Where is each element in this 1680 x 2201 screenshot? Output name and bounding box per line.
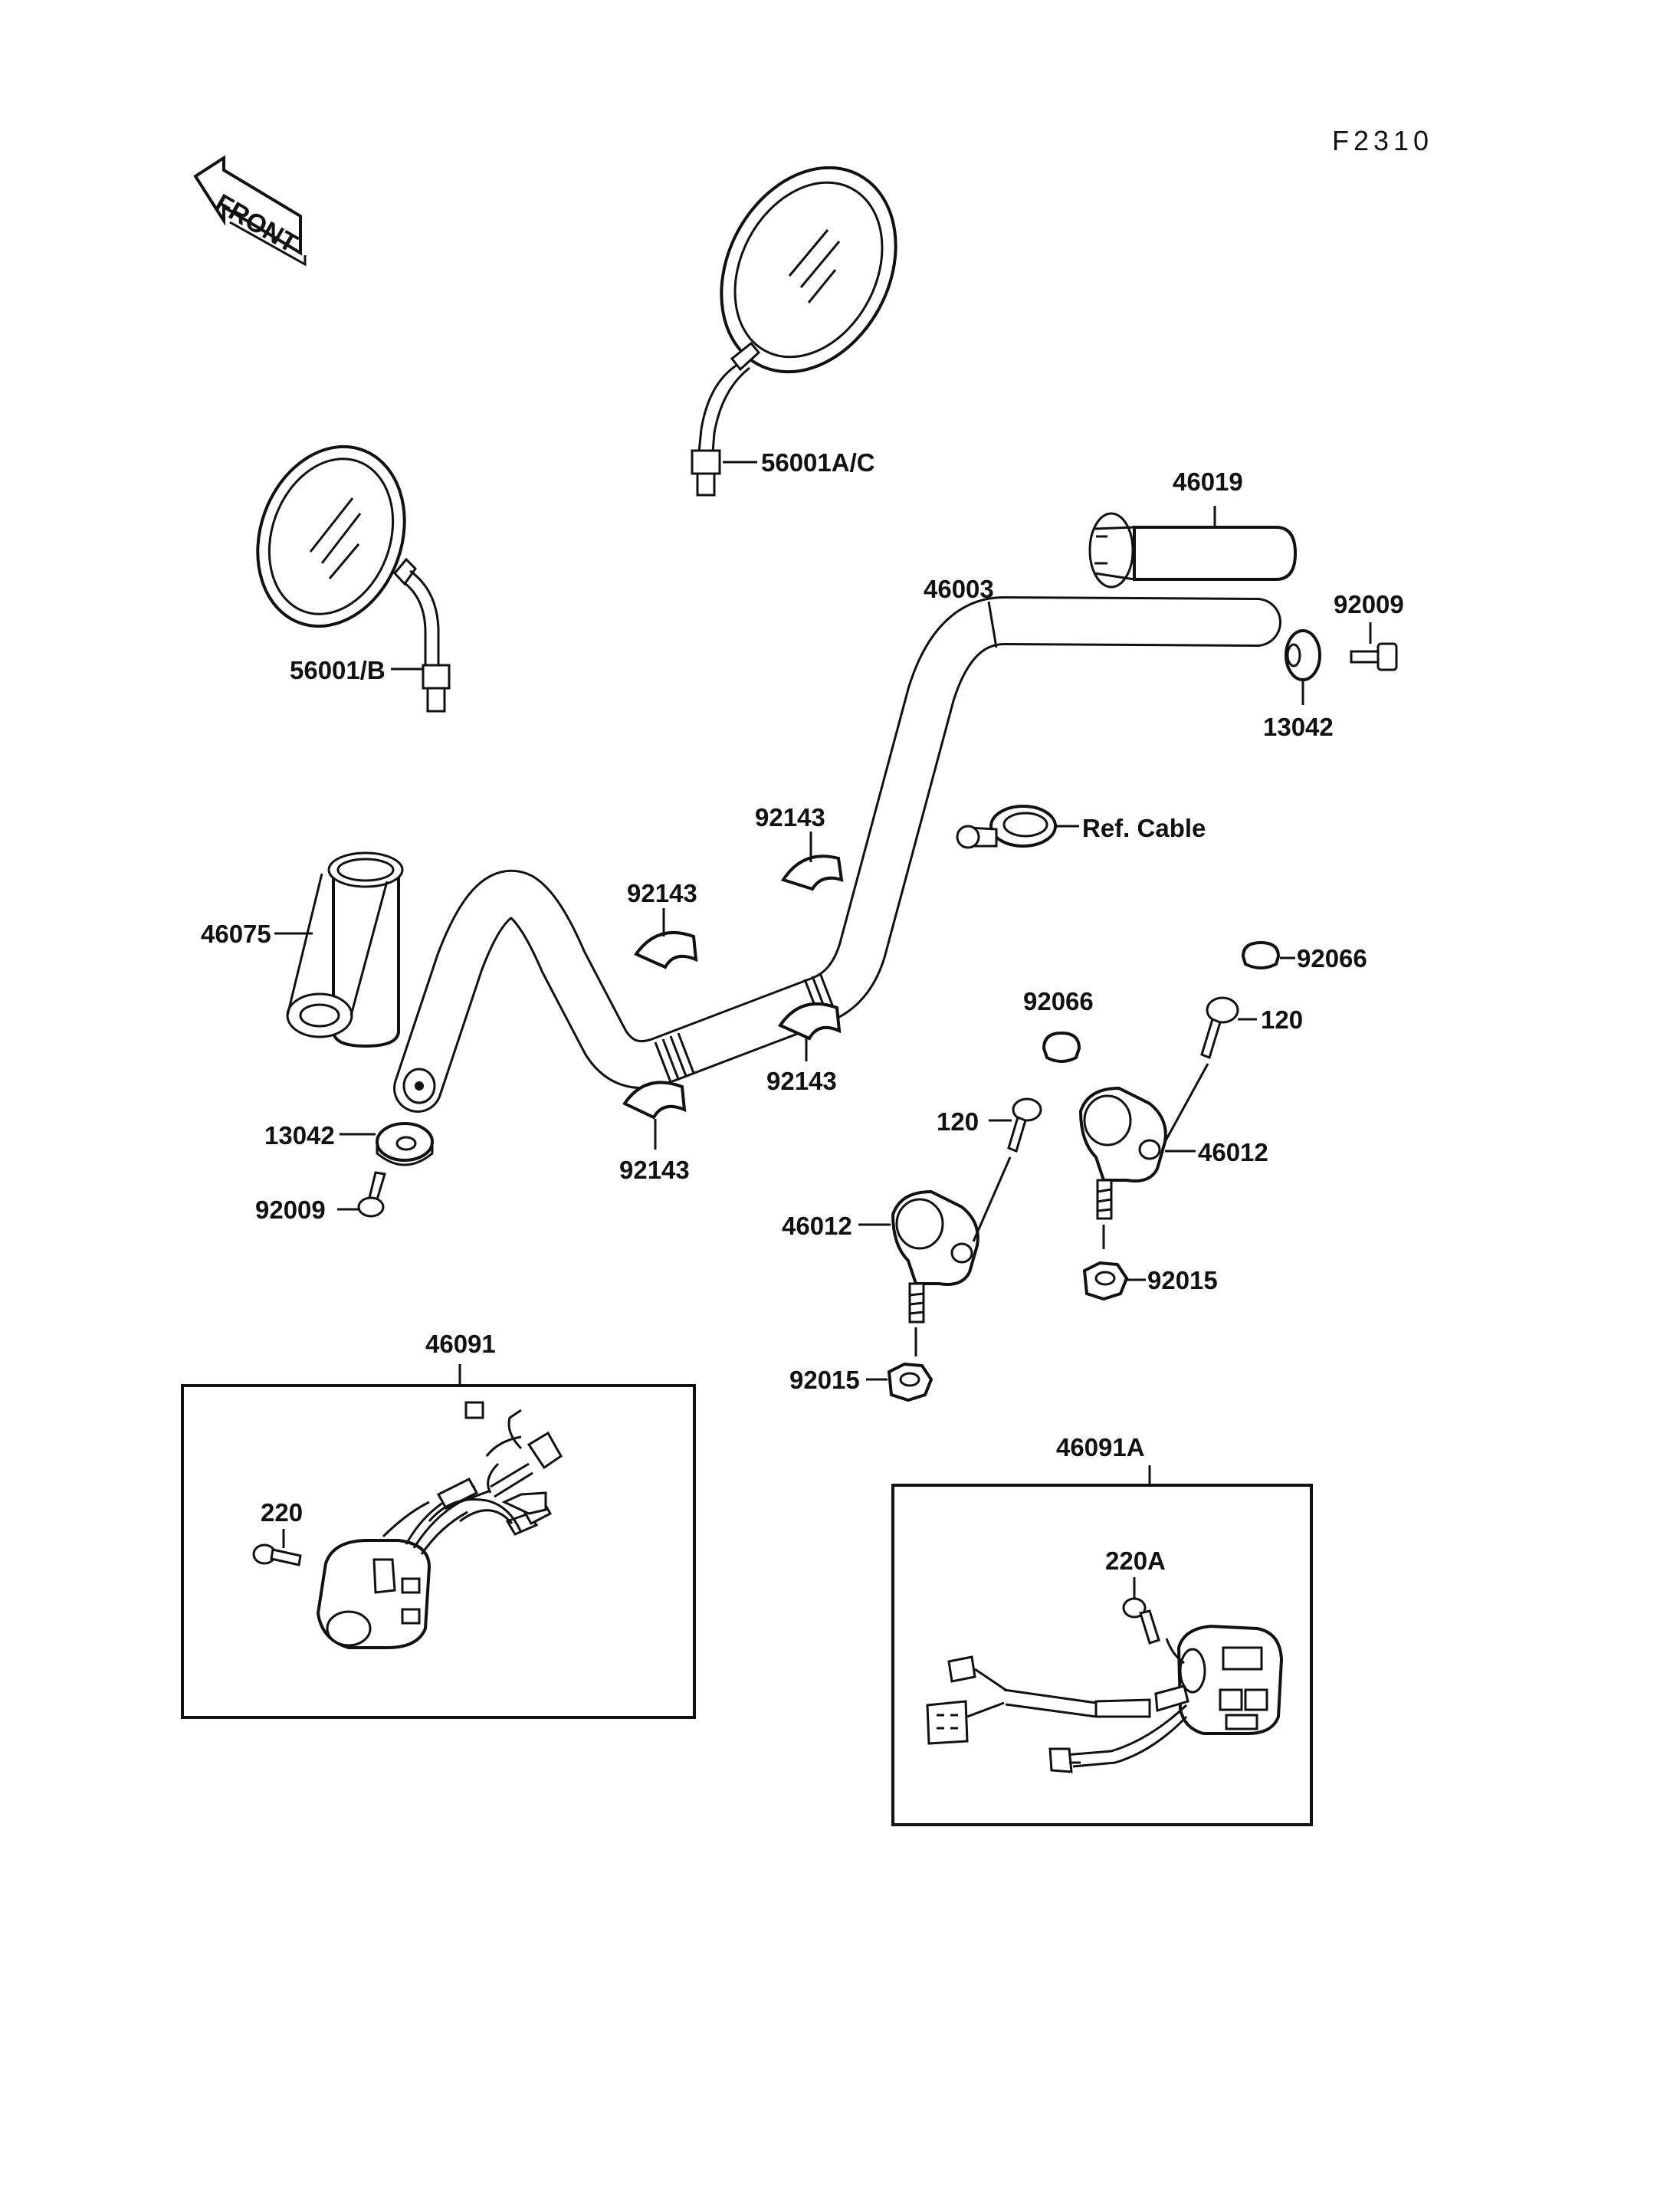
label-mirror-left: 56001/B [290,656,386,684]
label-ref-cable: Ref. Cable [1082,814,1206,842]
label-holder-left: 46012 [782,1212,852,1240]
clamp-half-a: 92143 [755,803,844,891]
label-bolt-left: 92009 [255,1196,326,1224]
label-throttle-grip: 46019 [1173,467,1243,496]
label-handlebar: 46003 [924,575,994,603]
label-clamp-d: 92143 [619,1156,690,1184]
mirror-left: 56001/B [256,444,451,713]
cap-right: 92066 [1241,940,1367,973]
label-switch-left: 46091 [425,1330,496,1358]
clamp-half-b: 92143 [627,879,698,969]
label-cap-left: 92066 [1023,987,1094,1015]
clamp-half-d: 92143 [619,1081,690,1184]
label-bolt-120-left: 120 [937,1107,979,1136]
label-weight-left: 13042 [264,1121,335,1150]
nut-right: 92015 [1082,1261,1218,1301]
holder-left: 46012 [782,1156,1012,1356]
left-grip: 46075 [201,851,404,1048]
bar-end-weight-left: 13042 [264,1121,434,1166]
mirror-right: 56001A/C [691,166,897,497]
label-clamp-c: 92143 [766,1067,837,1095]
bar-end-bolt-left: 92009 [255,1171,386,1224]
switch-right-box: 46091A 220A [891,1433,1313,1826]
label-nut-right: 92015 [1147,1266,1218,1294]
label-grip-left: 46075 [201,920,271,948]
bolt-120-right: 120 [1200,996,1303,1059]
clamp-half-c: 92143 [766,1002,842,1095]
label-weight-right: 13042 [1263,713,1334,741]
bolt-120-left: 120 [937,1097,1042,1153]
label-holder-right: 46012 [1198,1138,1268,1166]
holder-right: 46012 [1078,1063,1268,1249]
bar-end-weight-right: 13042 [1263,629,1334,741]
handlebar: 46003 [393,575,1281,1113]
cap-left: 92066 [1023,987,1094,1063]
switch-left-box: 46091 220 [181,1330,696,1719]
diagram-code: F2310 [1332,125,1433,156]
label-switch-right: 46091A [1056,1433,1145,1461]
label-bolt-120-right: 120 [1261,1005,1303,1034]
label-mirror-right: 56001A/C [761,448,875,477]
front-arrow-icon: FRONT [193,155,307,267]
cable-clamp: Ref. Cable [956,805,1206,849]
label-screw-left: 220 [261,1498,303,1527]
label-bolt-right: 92009 [1334,590,1404,618]
label-cap-right: 92066 [1297,944,1367,973]
label-screw-right: 220A [1105,1547,1166,1575]
label-clamp-a: 92143 [755,803,825,832]
label-clamp-b: 92143 [627,879,697,907]
label-nut-left: 92015 [789,1366,860,1394]
bar-end-bolt-right: 92009 [1334,590,1404,671]
nut-left: 92015 [789,1362,934,1402]
throttle-grip: 46019 [1088,467,1298,589]
